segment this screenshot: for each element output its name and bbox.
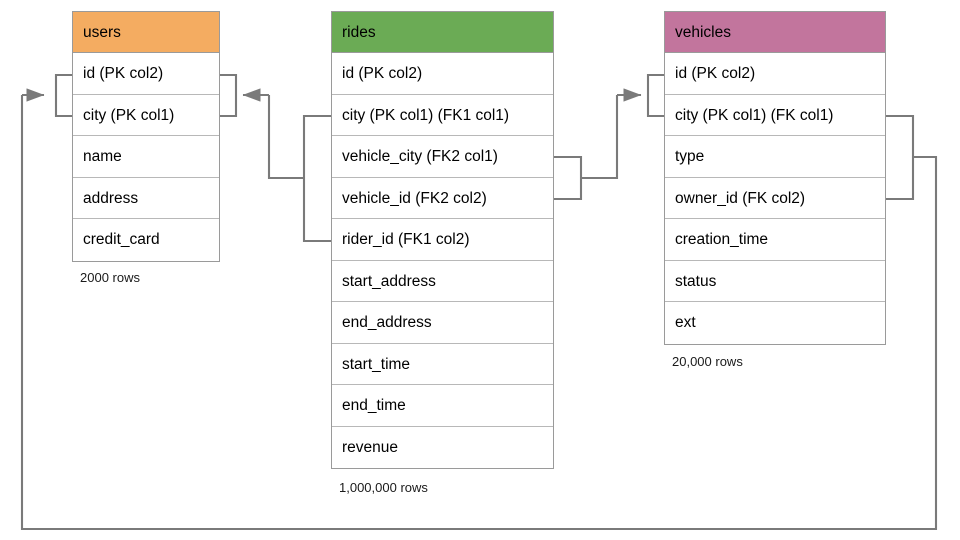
table-rides-header: rides xyxy=(332,12,553,53)
table-rides-field-vehicle-id[interactable]: vehicle_id (FK2 col2) xyxy=(332,177,553,219)
table-rides-field-vehicle-city[interactable]: vehicle_city (FK2 col1) xyxy=(332,136,553,178)
table-users-header: users xyxy=(73,12,219,53)
table-users-field-id[interactable]: id (PK col2) xyxy=(73,53,219,95)
table-users-row-count: 2000 rows xyxy=(80,270,140,285)
table-vehicles-field-creation-time[interactable]: creation_time xyxy=(665,219,885,261)
table-users-field-name[interactable]: name xyxy=(73,136,219,178)
table-rides[interactable]: rides id (PK col2) city (PK col1) (FK1 c… xyxy=(331,11,554,469)
edge-rides-fk2-stem xyxy=(581,95,619,180)
table-rides-field-revenue[interactable]: revenue xyxy=(332,426,553,468)
table-users-field-city[interactable]: city (PK col1) xyxy=(73,94,219,136)
table-vehicles-field-owner-id[interactable]: owner_id (FK col2) xyxy=(665,177,885,219)
table-vehicles-field-id[interactable]: id (PK col2) xyxy=(665,53,885,95)
table-rides-field-id[interactable]: id (PK col2) xyxy=(332,53,553,95)
edge-users-target-bracket-left xyxy=(54,73,72,118)
table-rides-row-count: 1,000,000 rows xyxy=(339,480,428,495)
table-rides-field-end-time[interactable]: end_time xyxy=(332,385,553,427)
table-vehicles-field-ext[interactable]: ext xyxy=(665,302,885,344)
table-vehicles-row-count: 20,000 rows xyxy=(672,354,743,369)
edge-vehicles-target-bracket-left xyxy=(646,73,664,118)
table-rides-field-start-time[interactable]: start_time xyxy=(332,343,553,385)
edge-users-target-bracket-right xyxy=(220,73,238,118)
table-vehicles-field-status[interactable]: status xyxy=(665,260,885,302)
table-users[interactable]: users id (PK col2) city (PK col1) name a… xyxy=(72,11,220,262)
table-vehicles-field-type[interactable]: type xyxy=(665,136,885,178)
edge-rides-fk1-bracket xyxy=(302,114,331,243)
edge-vehicles-fk-bracket xyxy=(886,114,915,201)
edge-rides-fk1-stem xyxy=(267,95,304,180)
edge-rides-fk2-bracket xyxy=(554,155,583,201)
table-rides-field-city[interactable]: city (PK col1) (FK1 col1) xyxy=(332,94,553,136)
edge-vehicles-fk-stem xyxy=(20,95,938,531)
table-rides-field-end-address[interactable]: end_address xyxy=(332,302,553,344)
table-vehicles-header: vehicles xyxy=(665,12,885,53)
table-vehicles[interactable]: vehicles id (PK col2) city (PK col1) (FK… xyxy=(664,11,886,345)
table-users-field-credit-card[interactable]: credit_card xyxy=(73,219,219,261)
table-rides-field-start-address[interactable]: start_address xyxy=(332,260,553,302)
table-rides-field-rider-id[interactable]: rider_id (FK1 col2) xyxy=(332,219,553,261)
table-users-field-address[interactable]: address xyxy=(73,177,219,219)
table-vehicles-field-city[interactable]: city (PK col1) (FK col1) xyxy=(665,94,885,136)
